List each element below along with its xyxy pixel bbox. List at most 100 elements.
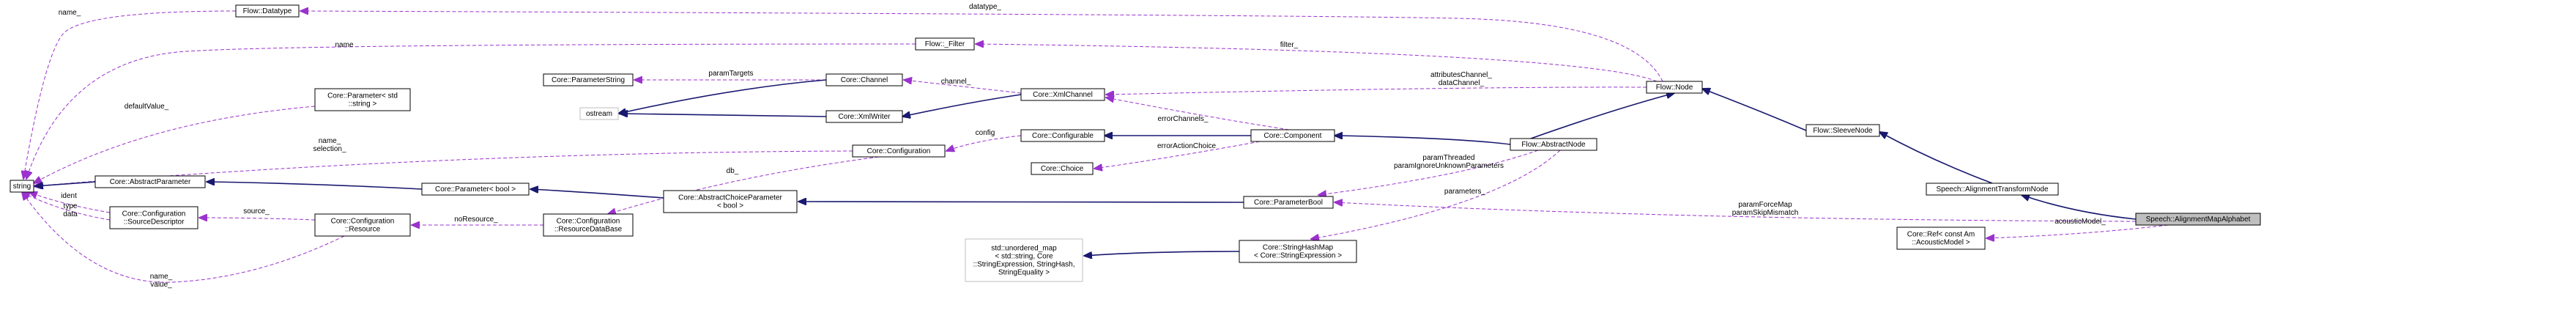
- node-speech-alignmenttransformnode[interactable]: Speech::AlignmentTransformNode: [1926, 183, 2059, 196]
- node-core-parameterbool[interactable]: Core::ParameterBool: [1243, 196, 1334, 209]
- edge-label: noResource_: [454, 216, 498, 224]
- node-label: Speech::AlignmentTransformNode: [1936, 185, 2048, 194]
- node-box: [915, 37, 975, 51]
- node-label: Core::Configuration: [331, 218, 395, 226]
- node-box: [314, 88, 411, 111]
- node-box: [543, 213, 634, 237]
- edge-label: db_: [727, 167, 739, 175]
- node-ostream[interactable]: ostream: [579, 107, 619, 120]
- node-box: [543, 73, 634, 86]
- node-core-configuration[interactable]: Core::Configuration: [852, 144, 946, 158]
- node-box: [2135, 213, 2261, 226]
- node-core-sourcedescriptor[interactable]: Core::Configuration::SourceDescriptor: [109, 206, 198, 229]
- node-label: Flow::Datatype: [243, 7, 292, 15]
- node-core-resourcedatabase[interactable]: Core::Configuration::ResourceDataBase: [543, 213, 634, 237]
- usage-arrow: [608, 156, 880, 214]
- inheritance-edge: [1335, 136, 1511, 145]
- node-label: Core::Configurable: [1032, 132, 1094, 140]
- node-core-component[interactable]: Core::Component: [1250, 129, 1335, 142]
- node-core-xmlchannel[interactable]: Core::XmlChannel: [1020, 88, 1105, 101]
- nodes-layer: string Flow::DatatypeFlow::_FilterCore::P…: [10, 4, 2261, 282]
- edge-label: paramIgnoreUnknownParameters: [1394, 162, 1504, 170]
- edge-label: errorActionChoice: [1157, 142, 1216, 150]
- inheritance-edge: [1702, 89, 1807, 131]
- edge-label: paramTargets: [708, 70, 753, 78]
- usage-arrow: [946, 135, 1022, 151]
- node-string[interactable]: string: [10, 180, 34, 193]
- node-core-configurable[interactable]: Core::Configurable: [1020, 129, 1105, 142]
- node-box: [1926, 183, 2059, 196]
- inheritance-arrow: [1084, 251, 1240, 256]
- inheritance-arrow: [1335, 136, 1511, 145]
- inheritance-arrow: [618, 79, 827, 114]
- inheritance-arrow: [530, 189, 664, 199]
- node-core-xmlwriter[interactable]: Core::XmlWriter: [825, 110, 903, 123]
- node-box: [421, 183, 530, 196]
- node-label: Core::Configuration: [557, 218, 620, 226]
- node-core-parameter-string[interactable]: Core::ParameterString: [543, 73, 634, 86]
- usage-arrow: [904, 80, 1022, 94]
- node-core-parameter-bool[interactable]: Core::Parameter< bool >: [421, 183, 530, 196]
- node-label: string: [13, 183, 31, 191]
- node-label: ::Resource: [345, 226, 381, 234]
- usage-arrow: [1335, 202, 2137, 222]
- edge-label: attributesChannel_: [1430, 71, 1492, 79]
- node-flow-filter[interactable]: Flow::_Filter: [915, 37, 975, 51]
- node-label: StringEquality >: [998, 269, 1050, 277]
- edge-label: paramForceMap: [1738, 201, 1792, 209]
- node-label: Core::AbstractChoiceParameter: [678, 194, 782, 202]
- node-core-parameter-std-string[interactable]: Core::Parameter< std::string >: [314, 88, 411, 111]
- edge-label: source_: [243, 207, 270, 216]
- edge-datatype: datatype_: [300, 3, 1663, 82]
- edge-error-channels: errorChannels_: [1106, 97, 1290, 130]
- usage-arrow: [34, 106, 316, 183]
- edge-filter: filter_: [976, 41, 1658, 82]
- node-flow-sleevenode[interactable]: Flow::SleeveNode: [1805, 124, 1880, 137]
- node-label: < Core::StringExpression >: [1254, 252, 1342, 260]
- edge-error-action-choice: errorActionChoice: [1094, 141, 1261, 169]
- node-core-channel[interactable]: Core::Channel: [825, 73, 903, 86]
- node-box: [1020, 129, 1105, 142]
- node-label: ::SourceDescriptor: [124, 218, 185, 227]
- inheritance-arrow: [35, 181, 96, 186]
- inheritance-arrow: [1879, 132, 1993, 184]
- node-box: [1239, 240, 1357, 263]
- node-core-ref-acousticmodel[interactable]: Core::Ref< const Am::AcousticModel >: [1896, 227, 1986, 250]
- edge-label: name_: [150, 273, 173, 281]
- edge-config: config: [946, 129, 1022, 151]
- inheritance-edge: [35, 181, 96, 186]
- node-core-abstractparameter[interactable]: Core::AbstractParameter: [94, 175, 206, 188]
- usage-arrow: [26, 43, 916, 179]
- edge-label: parameters_: [1444, 188, 1486, 196]
- usage-arrow: [1106, 86, 1647, 95]
- node-label: ::StringExpression, StringHash,: [973, 261, 1075, 269]
- edge-label: errorChannels_: [1158, 115, 1209, 123]
- node-label: Core::Component: [1264, 132, 1322, 140]
- node-label: Flow::SleeveNode: [1813, 127, 1873, 135]
- node-core-choice[interactable]: Core::Choice: [1031, 162, 1094, 175]
- node-core-stringhashmap[interactable]: Core::StringHashMap< Core::StringExpress…: [1239, 240, 1357, 263]
- node-flow-abstractnode[interactable]: Flow::AbstractNode: [1510, 138, 1597, 151]
- node-box: [663, 190, 798, 213]
- edge-label: type: [64, 202, 78, 210]
- node-core-resource[interactable]: Core::Configuration::Resource: [314, 213, 411, 237]
- edge-label: channel_: [941, 78, 971, 86]
- node-box: [314, 213, 411, 237]
- edge-label: selection_: [313, 145, 346, 153]
- node-speech-alignmentmapalphabet[interactable]: Speech::AlignmentMapAlphabet: [2135, 213, 2261, 226]
- node-core-abstractchoiceparameter[interactable]: Core::AbstractChoiceParameter< bool >: [663, 190, 798, 213]
- node-label: < bool >: [717, 202, 743, 210]
- inheritance-edge: [207, 182, 423, 190]
- node-label: ostream: [586, 110, 612, 118]
- node-label: Flow::Node: [1656, 84, 1693, 92]
- node-std-unordered-map[interactable]: std::unordered_map< std::string, Core::S…: [965, 238, 1083, 282]
- node-label: std::unordered_map: [991, 245, 1057, 253]
- node-label: ::AcousticModel >: [1912, 239, 1970, 247]
- edge-label: defaultValue_: [125, 103, 169, 111]
- node-box: [109, 206, 198, 229]
- node-flow-node[interactable]: Flow::Node: [1646, 81, 1703, 94]
- node-flow-datatype[interactable]: Flow::Datatype: [235, 4, 300, 18]
- edge-parameters: parameters_: [1311, 150, 1561, 239]
